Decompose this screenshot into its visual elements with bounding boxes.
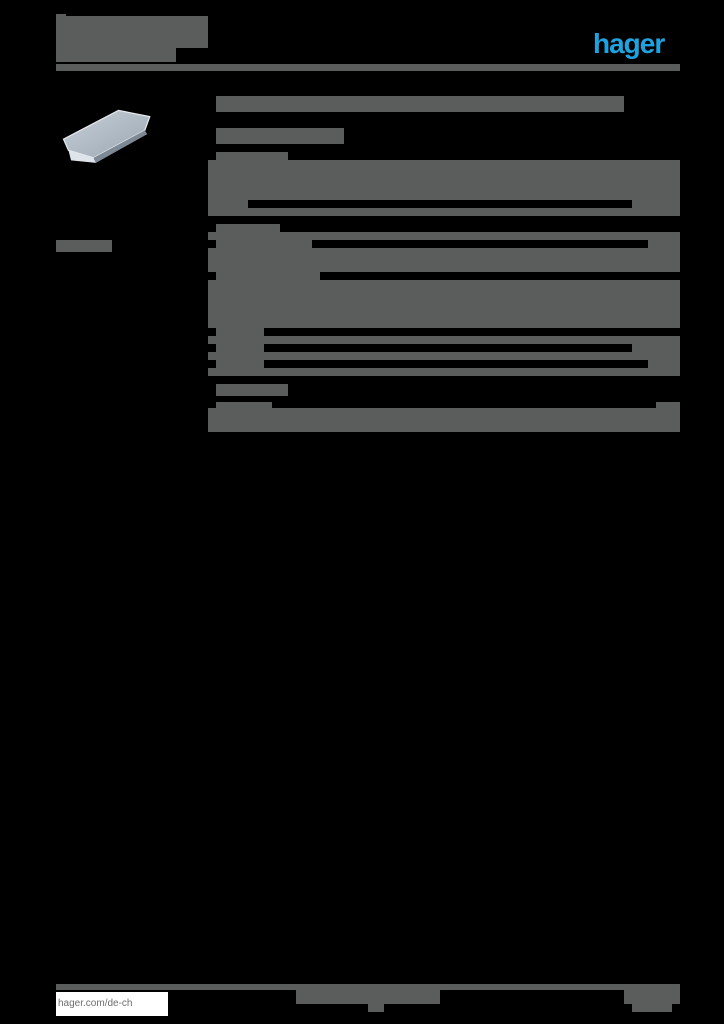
section-2-row-5	[208, 336, 680, 344]
section-2-row-4	[208, 280, 680, 328]
section-3-value	[656, 402, 680, 408]
section-2-row-1	[208, 232, 680, 240]
product-code-block-top	[56, 14, 66, 18]
section-2-row-6-value	[632, 344, 680, 352]
footer-url[interactable]: hager.com/de-ch	[56, 992, 168, 1016]
section-2-row-2-value	[648, 240, 680, 248]
hager-logo: hager	[593, 28, 665, 59]
section-1-body	[208, 160, 680, 200]
section-3-subheading	[216, 402, 272, 408]
footer-page-label	[624, 990, 680, 1004]
product-title	[216, 96, 624, 112]
section-2-row-8-value	[648, 360, 680, 368]
product-image	[62, 109, 151, 163]
footer-divider	[56, 984, 680, 990]
product-subtitle-block	[56, 46, 176, 62]
footer-center-text	[296, 990, 440, 1004]
section-3-heading	[216, 384, 288, 396]
sidebar-label	[56, 240, 112, 252]
section-1-row-value	[632, 200, 680, 208]
section-2-row-9	[208, 368, 680, 376]
footer-center-mark	[368, 1004, 384, 1012]
section-2-row-7	[208, 352, 680, 360]
section-1-heading	[216, 152, 288, 162]
section-1-row-label	[208, 200, 248, 208]
header-divider	[56, 64, 680, 71]
section-2-label-col-2	[216, 272, 320, 282]
footer-page-number	[632, 1004, 672, 1012]
section-3-body	[208, 408, 680, 432]
product-subtitle	[216, 128, 344, 144]
product-code-block	[56, 16, 208, 48]
section-1-bottom	[208, 208, 680, 216]
section-2-heading	[216, 224, 280, 234]
section-2-row-3	[208, 248, 680, 272]
